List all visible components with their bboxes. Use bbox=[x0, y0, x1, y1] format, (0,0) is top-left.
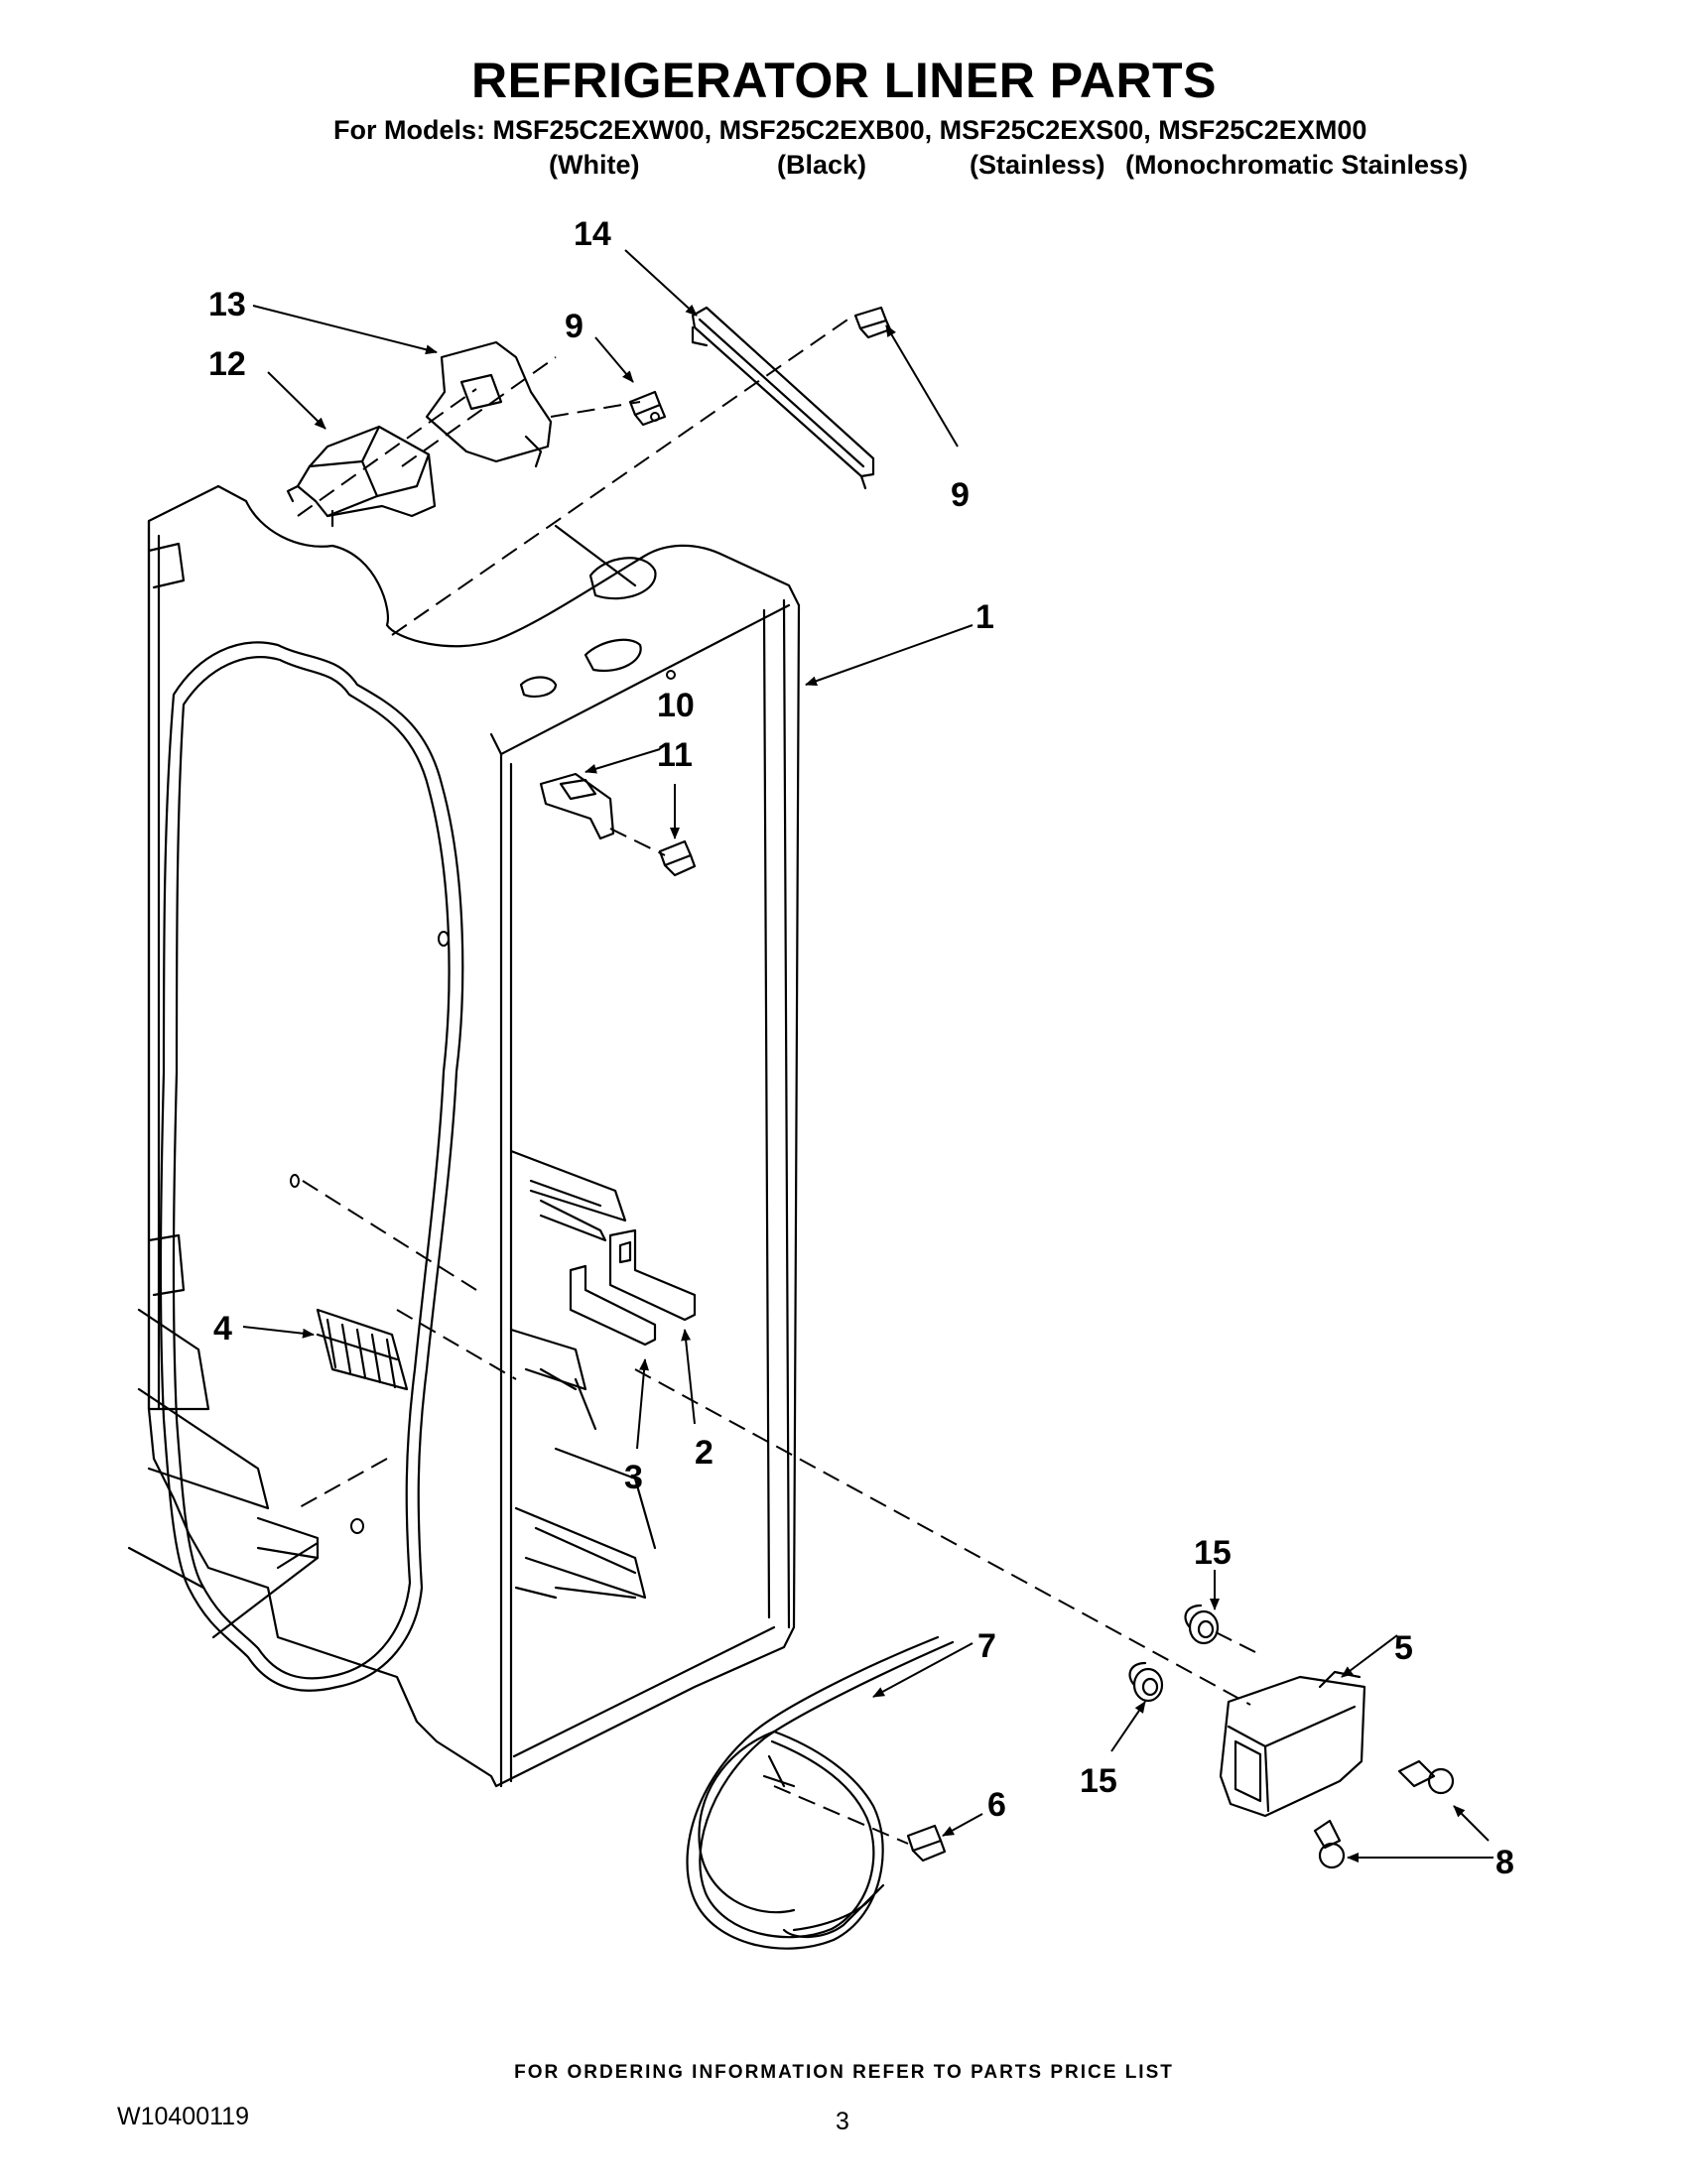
callout-14: 14 bbox=[574, 215, 611, 253]
liner-holes bbox=[290, 412, 676, 1534]
callout-2: 2 bbox=[695, 1434, 714, 1472]
part-9-screw-right bbox=[853, 306, 892, 339]
callout-10: 10 bbox=[657, 687, 695, 724]
callout-15-upper: 15 bbox=[1194, 1534, 1232, 1572]
part-2-bracket bbox=[608, 1228, 697, 1322]
part-13-bracket bbox=[425, 340, 553, 468]
page-title: REFRIGERATOR LINER PARTS bbox=[471, 53, 1217, 108]
refrigerator-liner bbox=[127, 484, 801, 1788]
callout-4: 4 bbox=[213, 1310, 232, 1348]
part-14-rail bbox=[691, 306, 875, 490]
callout-1: 1 bbox=[975, 598, 994, 636]
part-5-housing bbox=[1219, 1670, 1366, 1818]
models-line: For Models: MSF25C2EXW00, MSF25C2EXB00, … bbox=[333, 115, 1367, 145]
callout-7: 7 bbox=[977, 1627, 996, 1665]
finish-white: (White) bbox=[549, 150, 640, 180]
callout-6: 6 bbox=[987, 1786, 1006, 1824]
ordering-note: FOR ORDERING INFORMATION REFER TO PARTS … bbox=[514, 2062, 1174, 2083]
part-8-fastener-lower bbox=[1313, 1819, 1346, 1869]
callout-3: 3 bbox=[624, 1459, 643, 1496]
finish-stainless: (Stainless) bbox=[970, 150, 1105, 180]
leader-arrows bbox=[242, 249, 1493, 1863]
callout-5: 5 bbox=[1394, 1629, 1413, 1667]
part-12-housing bbox=[286, 425, 437, 528]
callout-11: 11 bbox=[657, 736, 693, 774]
part-3-bracket bbox=[569, 1264, 657, 1347]
part-11-screw bbox=[658, 839, 697, 877]
part-4-vent bbox=[316, 1308, 409, 1391]
part-15-grommet-upper bbox=[1184, 1604, 1220, 1645]
callout-13: 13 bbox=[208, 286, 246, 323]
part-9-screw-left bbox=[628, 390, 667, 427]
callout-9-right: 9 bbox=[951, 476, 970, 514]
callout-15-lower: 15 bbox=[1080, 1762, 1117, 1800]
callout-12: 12 bbox=[208, 345, 246, 383]
part-6-screw bbox=[906, 1824, 947, 1863]
finish-monochromatic-stainless: (Monochromatic Stainless) bbox=[1125, 150, 1469, 180]
finish-black: (Black) bbox=[777, 150, 867, 180]
part-10-bracket bbox=[539, 772, 615, 840]
document-number: W10400119 bbox=[117, 2103, 249, 2130]
page-number: 3 bbox=[836, 2108, 849, 2135]
assembly-dashed-lines bbox=[297, 315, 1256, 1845]
part-15-grommet-lower bbox=[1128, 1661, 1164, 1703]
callout-9-upper: 9 bbox=[565, 308, 584, 345]
part-8-fastener-upper bbox=[1397, 1759, 1455, 1795]
part-7-tubing bbox=[686, 1635, 955, 1950]
callout-8: 8 bbox=[1495, 1844, 1514, 1881]
